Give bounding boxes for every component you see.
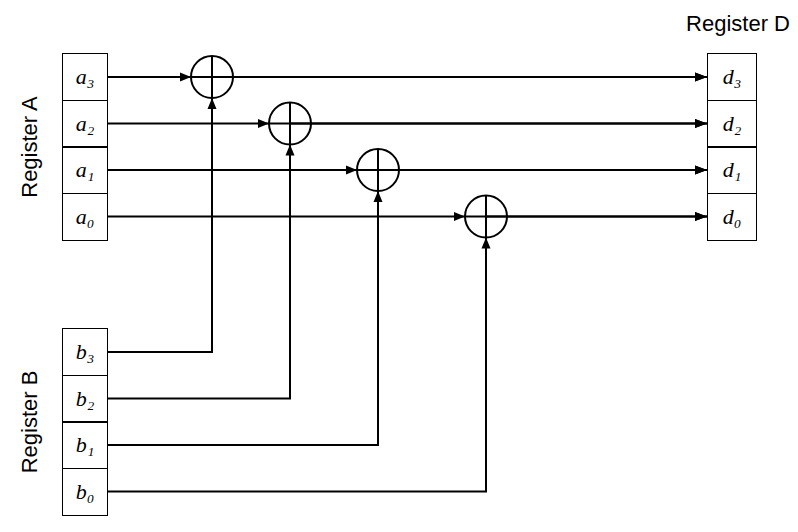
xor-symbol <box>485 196 487 217</box>
register-cell: d₀ <box>707 193 757 241</box>
bit-label: b₀ <box>76 481 95 503</box>
signal-wire <box>108 217 707 492</box>
bit-label: b₂ <box>76 388 95 410</box>
xor-symbol <box>377 149 379 170</box>
register: Register Bb₃b₂b₁b₀ <box>62 328 108 516</box>
register-cell: a₂ <box>62 100 108 148</box>
bit-label: b₃ <box>76 341 95 363</box>
xor-symbol <box>289 103 291 124</box>
bit-label: a₀ <box>76 206 95 228</box>
signal-wire <box>108 77 707 352</box>
register-cell: b₃ <box>62 328 108 376</box>
bit-label: d₂ <box>723 113 742 135</box>
register-cell: d₃ <box>707 53 757 101</box>
bit-label: d₃ <box>723 66 742 88</box>
register-label: Register A <box>19 96 41 198</box>
register-cell: b₂ <box>62 375 108 423</box>
signal-wire <box>108 124 707 399</box>
bit-label: d₁ <box>723 159 742 181</box>
register-label: Register B <box>19 370 41 473</box>
register-cell: a₀ <box>62 193 108 241</box>
register-label: Register D <box>686 13 790 35</box>
bit-label: a₂ <box>76 113 95 135</box>
register-cell: d₁ <box>707 146 757 194</box>
register-cell: a₃ <box>62 53 108 101</box>
xor-symbol <box>211 56 213 77</box>
bit-label: d₀ <box>723 206 742 228</box>
bit-label: a₃ <box>76 66 95 88</box>
register-cell: b₁ <box>62 421 108 469</box>
register: Register Aa₃a₂a₁a₀ <box>62 53 108 241</box>
bit-label: b₁ <box>76 434 95 456</box>
register-cell: a₁ <box>62 146 108 194</box>
signal-wire <box>108 170 707 445</box>
register: Register Dd₃d₂d₁d₀ <box>707 53 757 241</box>
bit-label: a₁ <box>76 159 95 181</box>
register-cell: b₀ <box>62 468 108 516</box>
register-cell: d₂ <box>707 100 757 148</box>
